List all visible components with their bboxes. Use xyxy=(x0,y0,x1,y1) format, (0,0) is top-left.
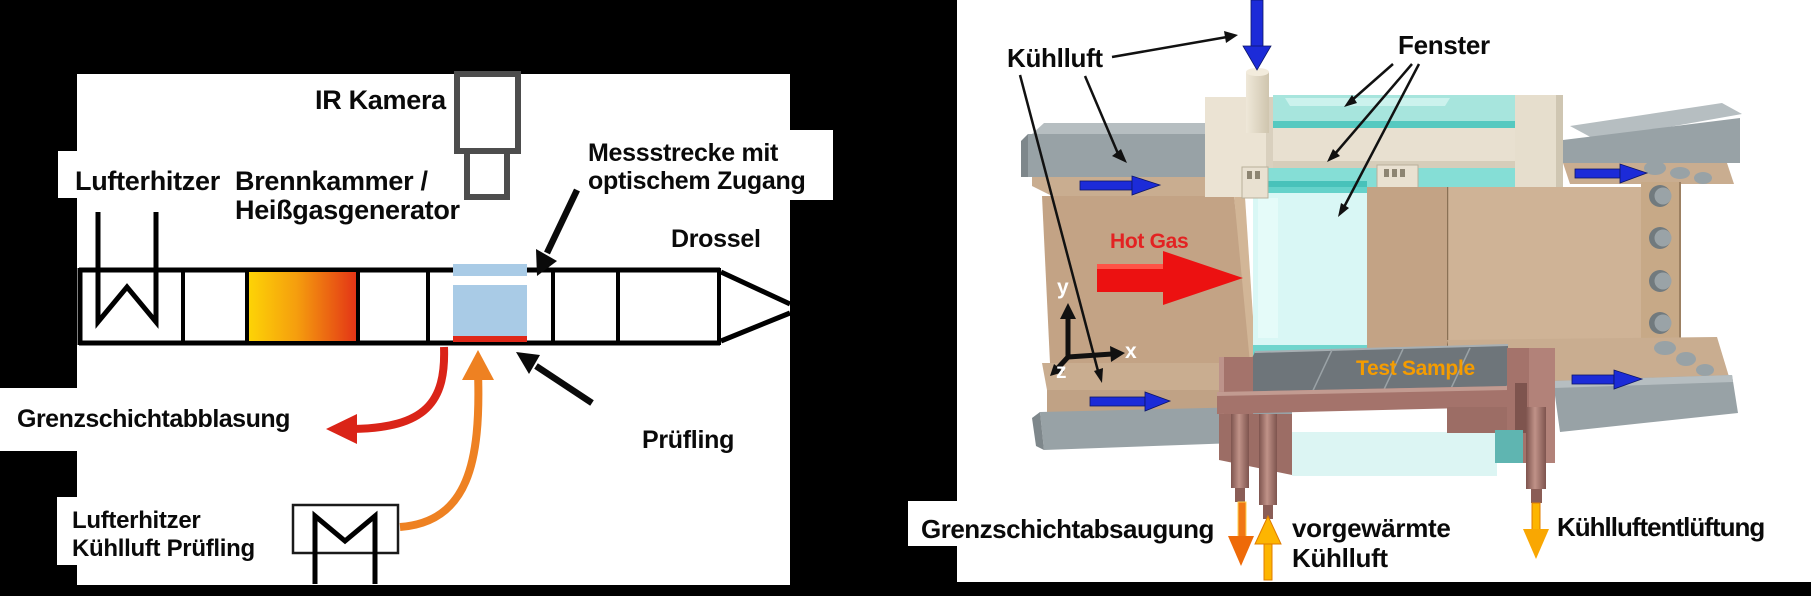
cooling-air-label: Kühlluft xyxy=(1007,43,1103,73)
right-3d-panel xyxy=(957,0,1811,582)
throttle-label: Drossel xyxy=(671,225,761,253)
suction-label: Grenzschichtabsaugung xyxy=(921,514,1214,544)
blowoff-label-box xyxy=(0,388,78,451)
window-label: Fenster xyxy=(1398,30,1490,60)
test-sample-label: Test Sample xyxy=(1356,357,1475,380)
blowoff-label: Grenzschichtabblasung xyxy=(17,405,290,433)
specimen-label: Prüfling xyxy=(642,426,735,454)
test-section-label-box xyxy=(790,130,833,200)
air-heater-label-box xyxy=(58,151,78,198)
preheated-line1: vorgewärmte xyxy=(1292,513,1451,543)
suction-label-box xyxy=(908,501,960,546)
cooling-heater-line1: Lufterhitzer xyxy=(72,507,201,534)
test-section-line1: Messstrecke mit xyxy=(588,139,779,167)
ir-camera-label: IR Kamera xyxy=(315,85,446,115)
axis-x-label: x xyxy=(1125,340,1137,363)
cooling-heater-line2: Kühlluft Prüfling xyxy=(72,535,255,562)
combustor-line2: Heißgasgenerator xyxy=(235,195,460,225)
preheated-label: vorgewärmte Kühlluft xyxy=(1292,513,1451,573)
combustor-label: Brennkammer / Heißgasgenerator xyxy=(235,167,460,225)
axis-y-label: y xyxy=(1057,276,1069,299)
combustor-line1: Brennkammer / xyxy=(235,166,428,196)
axis-z-label: z xyxy=(1056,360,1067,383)
test-section-line2: optischem Zugang xyxy=(588,167,806,195)
preheated-line2: Kühlluft xyxy=(1292,543,1388,573)
vent-label: Kühlluftentlüftung xyxy=(1557,512,1765,542)
test-section-label: Messstrecke mit optischem Zugang xyxy=(588,139,806,195)
air-heater-label: Lufterhitzer xyxy=(75,166,220,196)
cooling-heater-label: Lufterhitzer Kühlluft Prüfling xyxy=(72,507,255,563)
hot-gas-label: Hot Gas xyxy=(1110,230,1189,253)
cooling-heater-label-box xyxy=(57,497,78,565)
